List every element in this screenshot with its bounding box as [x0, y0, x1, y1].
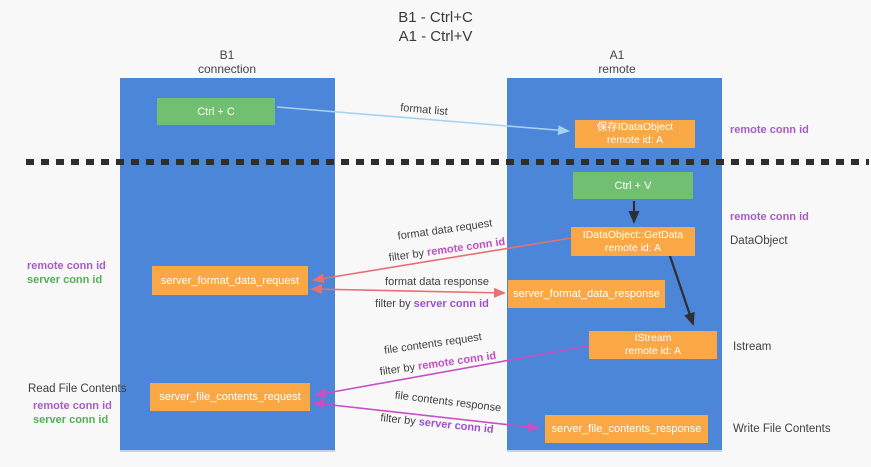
node-server-format-data-response: server_format_data_response [508, 280, 665, 308]
node-server-format-data-request-label: server_format_data_request [160, 274, 300, 287]
left-label-remote-conn-id-bottom: remote conn id [33, 400, 112, 412]
arrow-format-data-response [310, 284, 506, 298]
filter-by-text: filter by [375, 298, 414, 310]
label-filter-by-server-1: filter by server conn id [375, 298, 489, 310]
node-getdata-line1: IDataObject::GetData [582, 228, 684, 241]
left-label-read-file-contents: Read File Contents [28, 383, 127, 395]
label-format-data-response: format data response [385, 276, 489, 288]
left-column-header: B1 connection [147, 48, 307, 76]
left-label-server-conn-id-top: server conn id [27, 274, 103, 286]
diagram-title: B1 - Ctrl+C A1 - Ctrl+V [0, 8, 871, 46]
node-ctrl-c: Ctrl + C [157, 98, 275, 125]
left-column-name: B1 [219, 48, 235, 62]
left-label-remote-conn-id-top: remote conn id [27, 260, 106, 272]
node-server-file-contents-response-label: server_file_contents_response [551, 423, 702, 435]
node-istream: IStream remote id: A [589, 331, 717, 359]
arrow-format-data-request [312, 237, 572, 284]
left-column-subtitle: connection [197, 62, 257, 76]
node-server-format-data-response-label: server_format_data_response [513, 288, 660, 300]
arrow-getdata-to-istream [668, 255, 695, 326]
right-column-subtitle: remote [598, 62, 636, 76]
node-istream-line1: IStream [634, 332, 672, 344]
left-label-server-conn-id-bottom: server conn id [33, 414, 109, 426]
title-line-2: A1 - Ctrl+V [398, 28, 473, 45]
arrow-file-contents-request [314, 345, 589, 399]
node-istream-line2: remote id: A [624, 345, 682, 357]
right-label-istream: Istream [733, 341, 772, 353]
right-column-header: A1 remote [537, 48, 697, 76]
node-save-idataobject-line2: remote id: A [606, 134, 664, 146]
node-server-file-contents-request: server_file_contents_request [150, 383, 310, 411]
node-server-file-contents-response: server_file_contents_response [545, 415, 708, 443]
right-label-dataobject: DataObject [730, 235, 788, 247]
node-ctrl-v: Ctrl + V [573, 172, 693, 199]
node-server-format-data-request: server_format_data_request [152, 266, 308, 295]
node-getdata-line2: remote id: A [604, 241, 662, 254]
node-save-idataobject: 保存IDataObject remote id: A [575, 120, 695, 148]
right-label-remote-conn-id-top: remote conn id [730, 124, 809, 136]
node-idataobject-getdata: IDataObject::GetData remote id: A [571, 227, 695, 256]
title-line-1: B1 - Ctrl+C [398, 9, 473, 26]
node-save-idataobject-line1: 保存IDataObject [596, 121, 674, 133]
right-label-remote-conn-id-mid: remote conn id [730, 211, 809, 223]
node-server-file-contents-request-label: server_file_contents_request [159, 391, 301, 403]
server-conn-id-text: server conn id [413, 298, 489, 310]
node-ctrl-v-label: Ctrl + V [614, 179, 652, 192]
arrow-file-contents-response [312, 399, 540, 432]
right-label-write-file-contents: Write File Contents [733, 423, 831, 435]
arrow-format-list [276, 106, 570, 136]
right-column-name: A1 [609, 48, 625, 62]
node-ctrl-c-label: Ctrl + C [197, 105, 235, 118]
